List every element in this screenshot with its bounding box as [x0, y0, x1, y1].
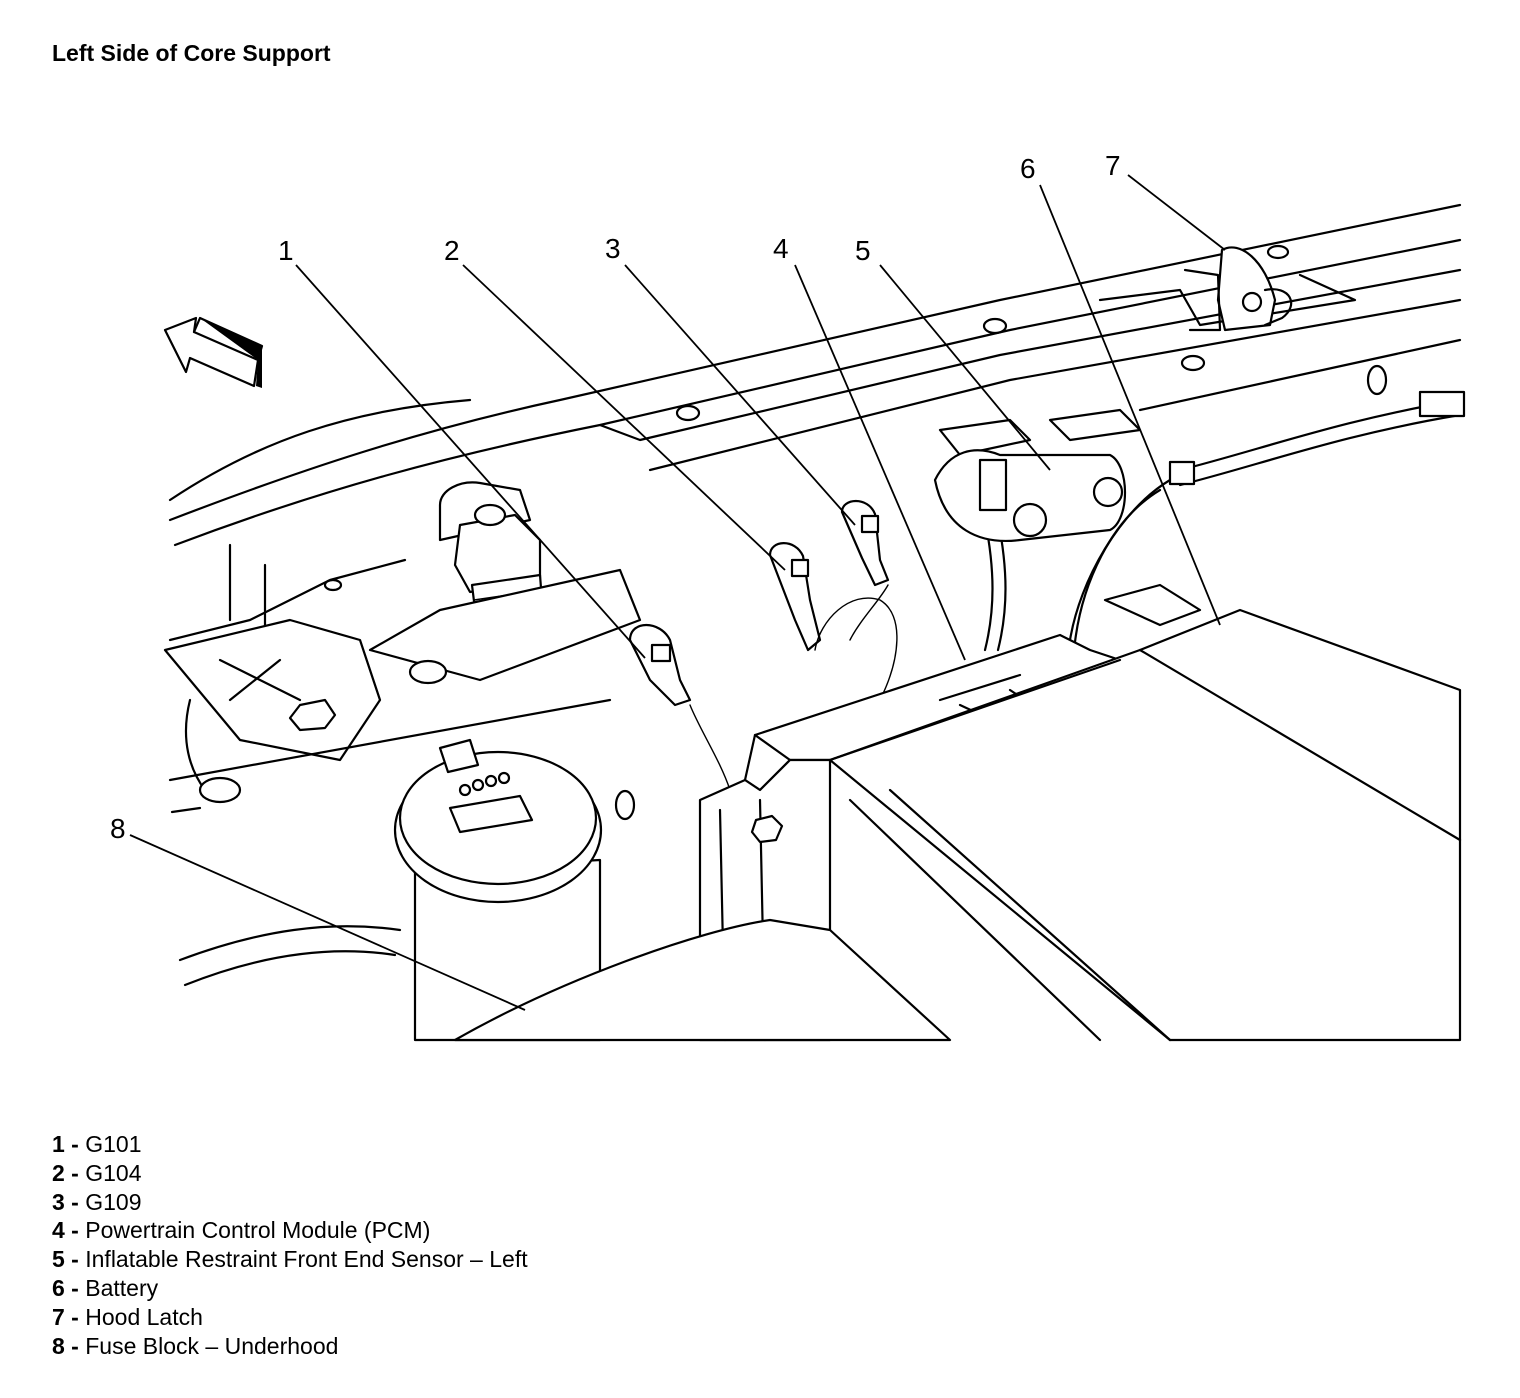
callout-legend: 1 - G101 2 - G104 3 - G109 4 - Powertrai… [52, 1130, 528, 1360]
legend-label: Powertrain Control Module (PCM) [85, 1217, 431, 1244]
legend-item: 3 - G109 [52, 1188, 142, 1215]
callout-number-2: 2 [444, 235, 460, 266]
legend-label: Fuse Block – Underhood [85, 1332, 339, 1359]
legend-number: 3 [52, 1188, 65, 1215]
legend-item: 7 - Hood Latch [52, 1303, 203, 1330]
mounting-bracket [163, 568, 642, 762]
direction-arrow-icon [163, 316, 264, 388]
callout-number-5: 5 [855, 235, 871, 266]
wiring-harness [983, 390, 1466, 652]
front-end-sensor [933, 408, 1142, 542]
callout-number-3: 3 [605, 233, 621, 264]
callout-number-6: 6 [1020, 153, 1036, 184]
leader-line-6 [1039, 184, 1221, 626]
legend-item: 5 - Inflatable Restraint Front End Senso… [52, 1246, 528, 1273]
legend-item: 2 - G104 [52, 1159, 142, 1186]
leader-line-5 [879, 264, 1051, 471]
legend-number: 5 [52, 1246, 65, 1273]
hood-latch [1183, 246, 1293, 332]
callout-number-7: 7 [1105, 150, 1121, 181]
legend-number: 6 [52, 1274, 65, 1301]
core-support [168, 203, 1462, 547]
callout-number-1: 1 [278, 235, 294, 266]
air-box [168, 698, 952, 1042]
legend-label: G109 [85, 1188, 142, 1215]
engine-compartment-drawing: 1 2 3 4 5 6 7 8 [110, 150, 1466, 1042]
leader-line-1 [295, 264, 646, 659]
legend-label: G104 [85, 1159, 142, 1186]
callout-numbers: 1 2 3 4 5 6 7 8 [110, 150, 1121, 844]
legend-label: Inflatable Restraint Front End Sensor – … [85, 1246, 528, 1273]
leader-line-7 [1127, 174, 1226, 251]
legend-number: 1 [52, 1131, 65, 1157]
leader-line-2 [462, 264, 786, 571]
leader-line-3 [624, 264, 856, 526]
legend-item: 6 - Battery [52, 1274, 159, 1301]
page-title: Left Side of Core Support [52, 40, 331, 66]
legend-label: G101 [85, 1131, 142, 1157]
callout-lines [129, 174, 1226, 1011]
battery [828, 583, 1462, 1042]
callout-number-4: 4 [773, 233, 789, 264]
legend-item: 8 - Fuse Block – Underhood [52, 1332, 339, 1359]
legend-item: 1 - G101 [52, 1131, 142, 1157]
leader-line-4 [794, 264, 966, 661]
legend-number: 2 [52, 1159, 65, 1186]
ground-g104 [768, 542, 898, 701]
callout-number-8: 8 [110, 813, 126, 844]
ground-g101 [628, 624, 731, 791]
legend-number: 7 [52, 1303, 65, 1330]
leader-line-8 [129, 834, 526, 1011]
legend-label: Battery [85, 1274, 159, 1301]
ground-g109 [840, 499, 890, 641]
washer-reservoir [393, 738, 603, 1042]
legend-number: 4 [52, 1217, 65, 1244]
legend-number: 8 [52, 1332, 65, 1359]
fender [168, 398, 472, 792]
legend-label: Hood Latch [85, 1303, 203, 1330]
legend-item: 4 - Powertrain Control Module (PCM) [52, 1217, 431, 1244]
